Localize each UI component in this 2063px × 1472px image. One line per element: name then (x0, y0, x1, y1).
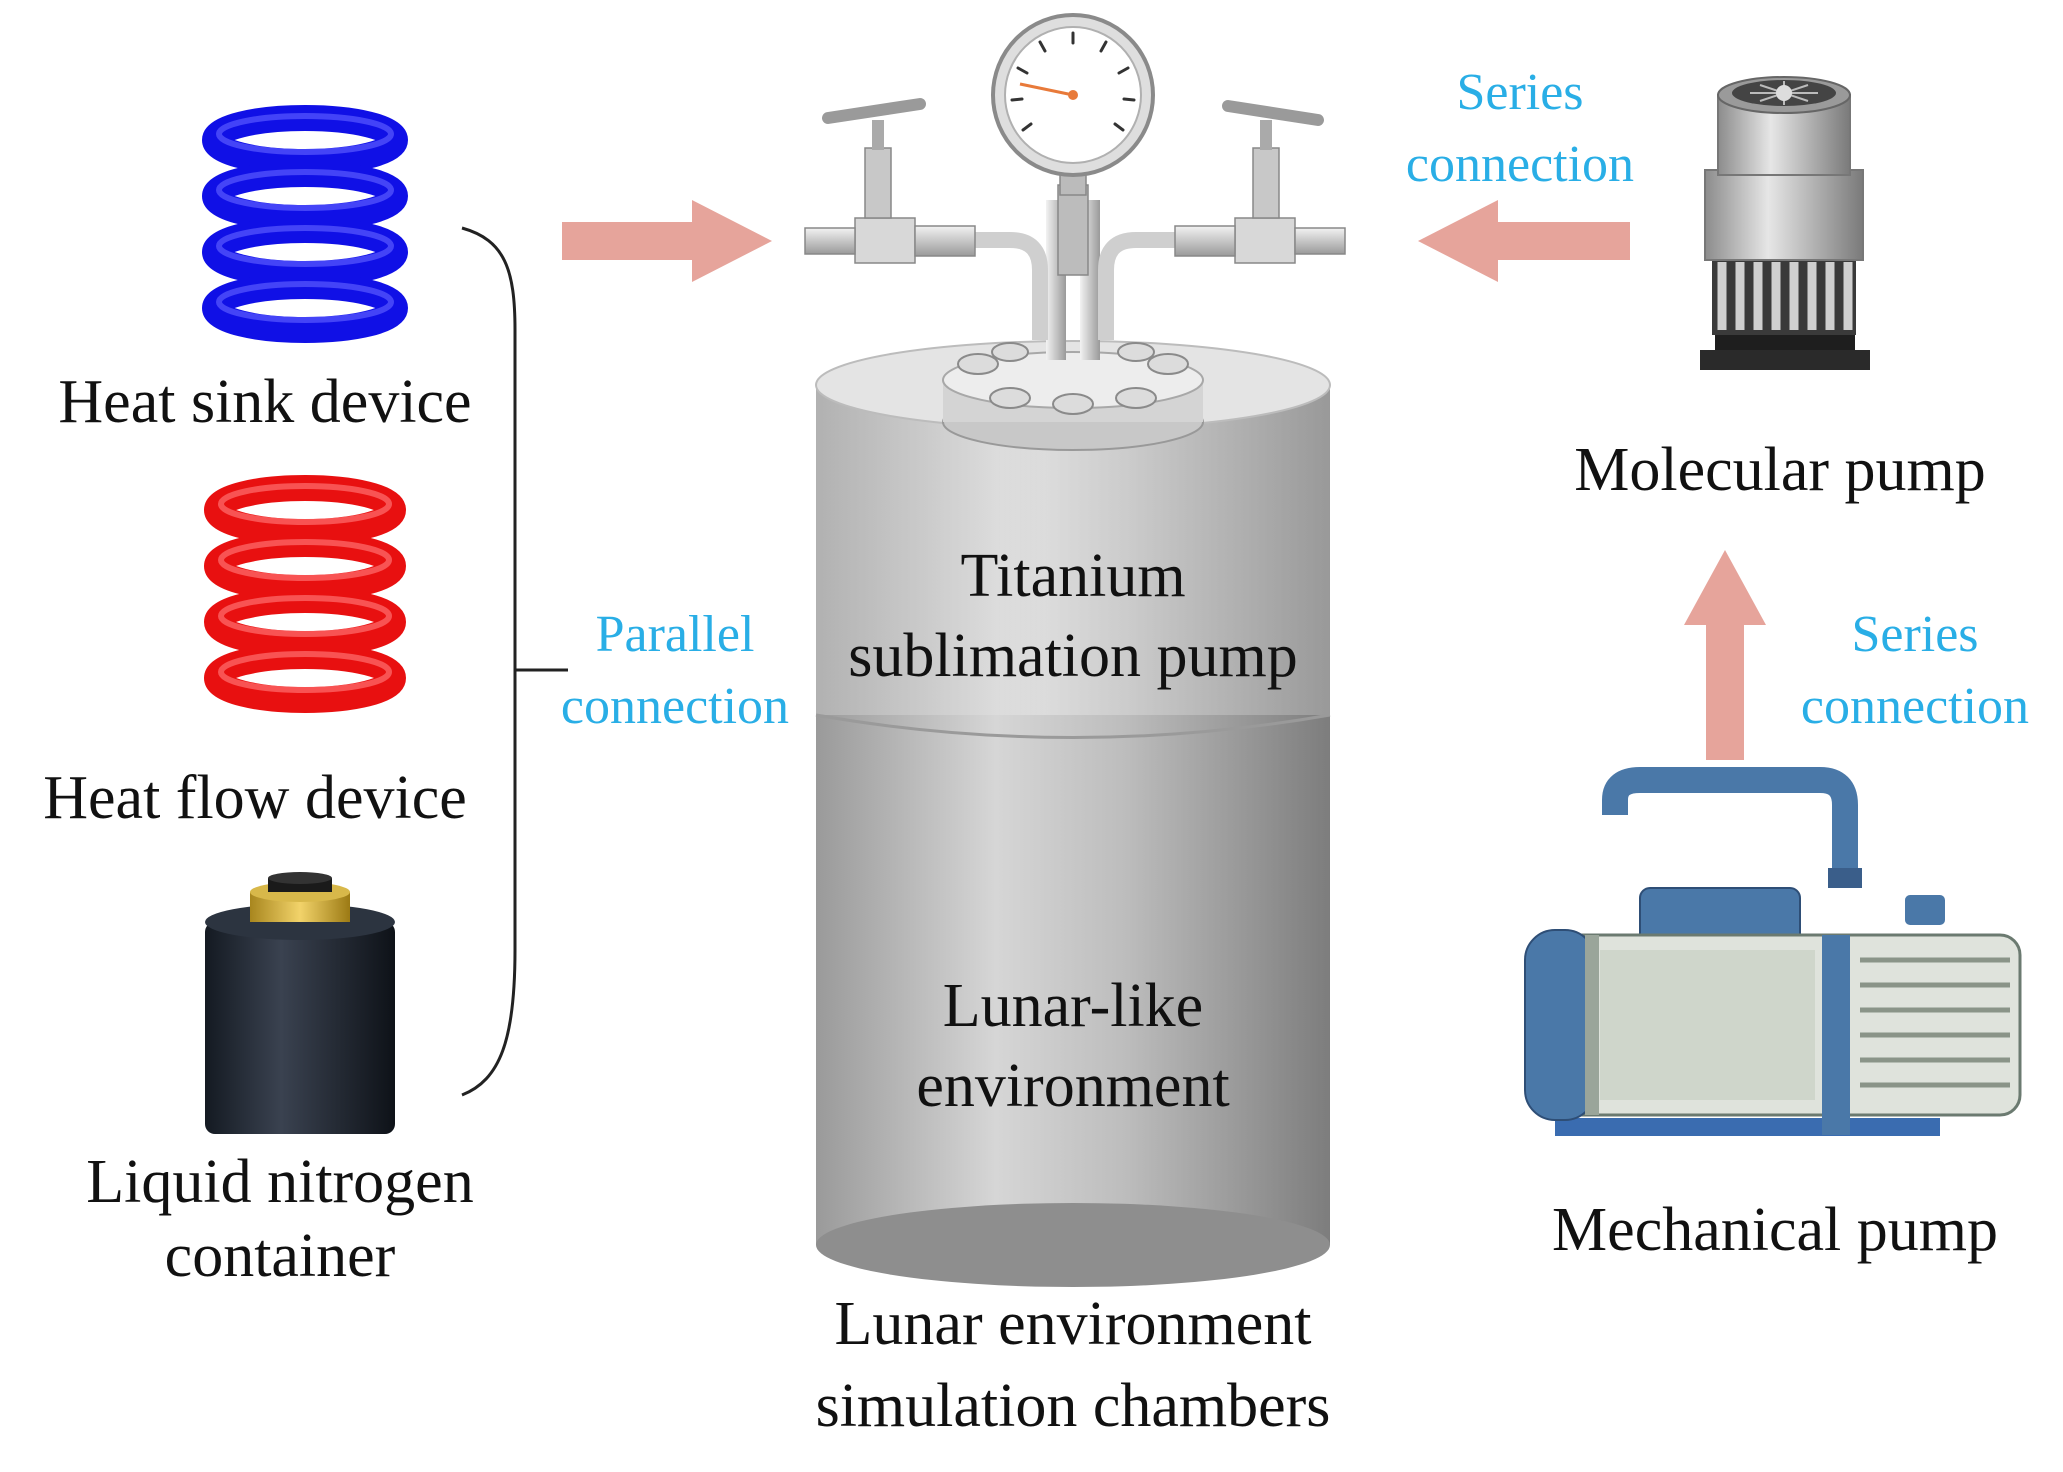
pressure-gauge-icon (991, 13, 1155, 196)
series-connection-mid-line1: Series (1851, 606, 1979, 663)
molecular-pump-label: Molecular pump (1574, 436, 1986, 504)
turbomolecular-pump-icon (1700, 76, 1870, 370)
heat-sink-label: Heat sink device (58, 368, 472, 436)
red-coil-icon (204, 475, 406, 713)
env-label-line1: Lunar-like (942, 972, 1204, 1040)
tsp-label-line2: sublimation pump (848, 622, 1298, 690)
ln2-label-line2: container (164, 1222, 396, 1290)
blue-coil-icon (202, 105, 408, 343)
arrow-molecular-to-valve (1418, 200, 1630, 282)
mechanical-pump-label: Mechanical pump (1552, 1196, 1998, 1264)
arrow-mechanical-to-molecular (1684, 550, 1766, 760)
chamber-flange (942, 342, 1204, 451)
rotary-vane-pump-icon (1524, 767, 2022, 1136)
chamber-title-line1: Lunar environment (834, 1290, 1312, 1358)
arrow-left-to-valve (562, 200, 772, 282)
ln2-label-line1: Liquid nitrogen (86, 1148, 474, 1216)
chamber-title-line2: simulation chambers (815, 1372, 1331, 1440)
series-connection-top-line2: connection (1405, 136, 1635, 193)
valve-manifold (804, 98, 1346, 360)
env-label-line2: environment (916, 1052, 1230, 1120)
liquid-nitrogen-container-icon (205, 872, 395, 1134)
series-connection-mid-line2: connection (1800, 678, 2030, 735)
parallel-connection-line1: Parallel (595, 606, 755, 663)
heat-flow-label: Heat flow device (43, 764, 467, 832)
series-connection-top-line1: Series (1456, 64, 1584, 121)
tsp-label-line1: Titanium (960, 542, 1186, 610)
parallel-bracket (461, 226, 517, 1097)
vacuum-chamber-icon (815, 340, 1331, 1287)
parallel-connection-line2: connection (560, 678, 790, 735)
